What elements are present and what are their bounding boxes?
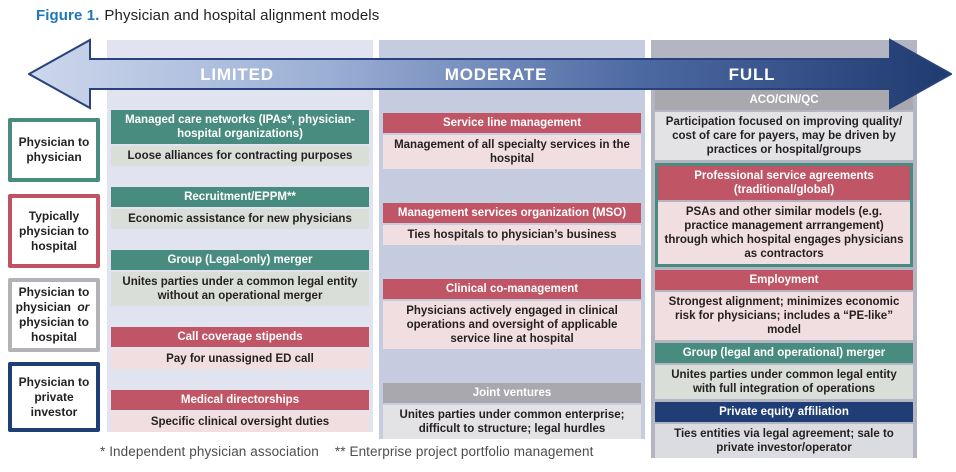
- model-description: Loose alliances for contracting purposes: [111, 146, 369, 166]
- alignment-spectrum-arrow: [28, 38, 952, 110]
- legend-label-text: Physician to physician: [18, 135, 90, 164]
- model-description: PSAs and other similar models (e.g. prac…: [658, 202, 910, 264]
- model-name: Private equity affiliation: [655, 402, 913, 422]
- footnote-ipa: * Independent physician association: [100, 444, 319, 459]
- model-name: Group (legal and operational) merger: [655, 343, 913, 363]
- figure-title-text: Physician and hospital alignment models: [104, 7, 380, 24]
- model-description: Ties hospitals to physician’s business: [383, 225, 641, 245]
- model-description: Participation focused on improving quali…: [655, 112, 913, 160]
- legend-label: Physician to physician: [15, 135, 93, 165]
- model-name: Management services organization (MSO): [383, 203, 641, 223]
- model-description: Specific clinical oversight duties: [111, 412, 369, 432]
- model-name: Group (Legal-only) merger: [111, 250, 369, 270]
- model-name: Medical directorships: [111, 390, 369, 410]
- model-name: ACO/CIN/QC: [655, 90, 913, 110]
- model-row: Managed care networks (IPAs*, physician-…: [111, 110, 369, 166]
- arrow-label-limited: LIMITED: [200, 65, 274, 84]
- model-description: Unites parties under a common legal enti…: [111, 272, 369, 306]
- figure-title: Figure 1.Physician and hospital alignmen…: [36, 7, 379, 24]
- model-name: Managed care networks (IPAs*, physician-…: [111, 110, 369, 144]
- legend-label-text: Typically physician to hospital: [18, 208, 89, 253]
- model-row: Management services organization (MSO)Ti…: [383, 203, 641, 245]
- model-description: Economic assistance for new physicians: [111, 209, 369, 229]
- model-name: Call coverage stipends: [111, 327, 369, 347]
- model-name: Recruitment/EPPM**: [111, 187, 369, 207]
- legend-label-text: Physician to private investor: [18, 374, 90, 419]
- model-name: Employment: [655, 270, 913, 290]
- legend-box-gray: Physician to physician or physician to h…: [8, 278, 100, 352]
- model-description: Management of all specialty services in …: [383, 135, 641, 169]
- model-row: Professional service agreements (traditi…: [655, 163, 913, 267]
- arrow-label-full: FULL: [728, 65, 776, 84]
- legend-label-emphasis: or: [77, 300, 90, 314]
- footnotes: * Independent physician association ** En…: [100, 444, 594, 459]
- legend-box-teal: Physician to physician: [8, 118, 100, 182]
- legend-box-navy: Physician to private investor: [8, 362, 100, 432]
- model-name: Joint ventures: [383, 383, 641, 403]
- model-description: Unites parties under common enterprise; …: [383, 405, 641, 439]
- model-row: Recruitment/EPPM**Economic assistance fo…: [111, 187, 369, 229]
- model-description: Physicians actively engaged in clinical …: [383, 301, 641, 349]
- model-description: Pay for unassigned ED call: [111, 349, 369, 369]
- legend-label: Physician to private investor: [15, 375, 93, 420]
- legend-label: Typically physician to hospital: [15, 209, 93, 254]
- double-arrow-shape: [28, 38, 952, 110]
- legend-box-red: Typically physician to hospital: [8, 194, 100, 268]
- footnote-eppm: ** Enterprise project portfolio manageme…: [334, 444, 594, 459]
- model-name: Professional service agreements (traditi…: [658, 166, 910, 200]
- legend-label-text: Physician to physician: [15, 285, 90, 314]
- model-name: Service line management: [383, 113, 641, 133]
- model-description: Unites parties under common legal entity…: [655, 365, 913, 399]
- model-name: Clinical co-management: [383, 279, 641, 299]
- legend-label-text: physician to hospital: [18, 315, 89, 344]
- model-description: Strongest alignment; minimizes economic …: [655, 292, 913, 340]
- model-description: Ties entities via legal agreement; sale …: [655, 424, 913, 458]
- legend-label: Physician to physician or physician to h…: [15, 285, 93, 345]
- figure-number-label: Figure 1.: [36, 7, 100, 24]
- arrow-label-moderate: MODERATE: [444, 65, 548, 84]
- column-limited: Managed care networks (IPAs*, physician-…: [107, 40, 373, 432]
